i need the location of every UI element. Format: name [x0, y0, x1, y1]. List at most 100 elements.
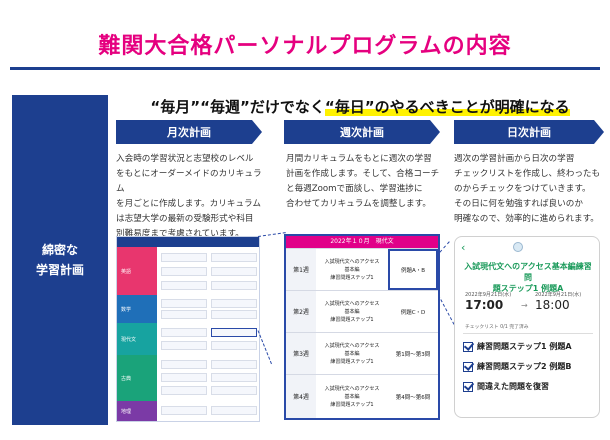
- table-cell: [161, 386, 207, 395]
- table-cell: [211, 341, 257, 350]
- monthly-table: 英語 数学 現代文 古典 地理: [116, 236, 260, 422]
- row-label: 地理: [117, 401, 157, 421]
- checkbox-checked-icon[interactable]: [463, 341, 473, 352]
- end-date: 2022年9月21日(水): [535, 292, 582, 298]
- week-description: 入試現代文へのアクセス基本編練習問題ステップ1: [316, 333, 388, 374]
- table-cell: [161, 299, 207, 308]
- logo-icon: [513, 242, 523, 252]
- monthly-table-header: [117, 237, 259, 247]
- table-cell: [161, 253, 207, 262]
- arrow-right-icon: →: [521, 301, 528, 310]
- week-description: 入試現代文へのアクセス基本編練習問題ステップ1: [316, 375, 388, 418]
- daily-card-title: 入試現代文へのアクセス基本編練習問 題ステップ1 例題A: [463, 261, 593, 294]
- week-label: 第2週: [286, 291, 316, 332]
- text-line: 月間カリキュラムをもとに週次の学習: [286, 154, 432, 164]
- desc-line: 入試現代文へのアクセス: [324, 258, 380, 265]
- weekly-table-title: 2022年１０月 現代文: [286, 236, 438, 248]
- monthly-row-gendaibun: 現代文: [117, 323, 259, 355]
- table-cell: [211, 406, 257, 415]
- text-line: 計画を作成します。そして、合格コーチ: [286, 169, 440, 179]
- text-line: その日に何を勉強すれば良いのか: [454, 199, 583, 209]
- desc-line: 基本編: [344, 393, 360, 400]
- table-cell: [211, 253, 257, 262]
- desc-line: 基本編: [344, 308, 360, 315]
- text-line: 週次の学習計画から日次の学習: [454, 154, 575, 164]
- week-label: 第1週: [286, 249, 316, 290]
- daily-checklist-card: ‹ 入試現代文へのアクセス基本編練習問 題ステップ1 例題A 2022年9月21…: [454, 236, 600, 418]
- text-line: 別難易度まで考慮されています。: [116, 229, 244, 239]
- title-line: 入試現代文へのアクセス基本編練習問: [464, 262, 592, 282]
- back-icon[interactable]: ‹: [461, 241, 466, 254]
- column-heading-daily: 日次計画: [454, 120, 604, 144]
- table-row: 第4週 入試現代文へのアクセス基本編練習問題ステップ1 第4問〜第6問: [286, 374, 438, 418]
- table-cell: [211, 267, 257, 276]
- table-cell: [211, 328, 257, 337]
- table-cell: [161, 341, 207, 350]
- table-cell: [211, 281, 257, 290]
- table-cell: [211, 310, 257, 319]
- title-rule: [10, 67, 600, 70]
- checklist-item[interactable]: 練習問題ステップ2 例題B: [463, 361, 571, 372]
- checklist-status: チェックリスト 0/1 完了済み: [465, 325, 529, 330]
- table-cell: [211, 360, 257, 369]
- desc-line: 入試現代文へのアクセス: [324, 342, 380, 349]
- week-label: 第3週: [286, 333, 316, 374]
- checklist-item-label: 練習問題ステップ2 例題B: [477, 362, 572, 371]
- table-row: 第2週 入試現代文へのアクセス基本編練習問題ステップ1 例題C・D: [286, 290, 438, 332]
- divider: [463, 333, 593, 334]
- column-text-monthly: 入会時の学習状況と志望校のレベル をもとにオーダーメイドのカリキュラム を月ごと…: [116, 152, 266, 242]
- headline-part2: “毎日”のやるべきことが明確になる: [324, 98, 570, 116]
- table-cell: [161, 406, 207, 415]
- table-cell: [211, 386, 257, 395]
- week-task: 第1問〜第3問: [395, 351, 431, 358]
- column-text-weekly: 月間カリキュラムをもとに週次の学習 計画を作成します。そして、合格コーチ と毎週…: [286, 152, 442, 212]
- start-time: 17:00: [465, 298, 504, 312]
- desc-line: 入試現代文へのアクセス: [324, 385, 380, 392]
- desc-line: 練習問題ステップ1: [330, 316, 374, 323]
- desc-line: 練習問題ステップ1: [330, 274, 374, 281]
- page-title: 難関大合格パーソナルプログラムの内容: [98, 34, 512, 59]
- desc-line: 入試現代文へのアクセス: [324, 300, 380, 307]
- weekly-table: 2022年１０月 現代文 第1週 入試現代文へのアクセス基本編練習問題ステップ1…: [284, 234, 440, 420]
- checkbox-checked-icon[interactable]: [463, 381, 473, 392]
- table-cell: [211, 373, 257, 382]
- table-cell: [161, 373, 207, 382]
- table-cell: [161, 310, 207, 319]
- column-heading-monthly: 月次計画: [116, 120, 262, 144]
- table-row: 第3週 入試現代文へのアクセス基本編練習問題ステップ1 第1問〜第3問: [286, 332, 438, 374]
- row-label: 数学: [117, 295, 157, 323]
- end-time: 18:00: [535, 298, 570, 312]
- checklist-item-label: 間違えた問題を復習: [477, 382, 549, 391]
- week-description: 入試現代文へのアクセス基本編練習問題ステップ1: [316, 291, 388, 332]
- headline-part1: “毎月”“毎週”だけでなく: [150, 98, 325, 116]
- table-cell: [161, 281, 207, 290]
- checkbox-checked-icon[interactable]: [463, 361, 473, 372]
- desc-line: 練習問題ステップ1: [330, 358, 374, 365]
- row-label: 古典: [117, 355, 157, 401]
- week-task: 例題C・D: [400, 309, 426, 316]
- sidebar-label: 綿密な 学習計画: [12, 95, 108, 425]
- monthly-row-english: 英語: [117, 247, 259, 295]
- week-task: 第4問〜第6問: [395, 394, 431, 401]
- column-text-daily: 週次の学習計画から日次の学習 チェックリストを作成し、終わったも のからチェック…: [454, 152, 606, 227]
- checklist-item[interactable]: 間違えた問題を復習: [463, 381, 549, 392]
- row-label: 英語: [117, 247, 157, 295]
- text-line: 入会時の学習状況と志望校のレベル: [116, 154, 254, 164]
- table-cell: [161, 328, 207, 337]
- text-line: 合わせてカリキュラムを調整します。: [286, 199, 431, 209]
- headline: “毎月”“毎週”だけでなく“毎日”のやるべきことが明確になる: [116, 96, 604, 117]
- text-line: を月ごとに作成します。カリキュラム: [116, 199, 261, 209]
- text-line: をもとにオーダーメイドのカリキュラム: [116, 169, 262, 194]
- sidebar-label-line2: 学習計画: [35, 263, 84, 277]
- title-line: 題ステップ1 例題A: [492, 284, 564, 293]
- text-line: 明確なので、効率的に進められます。: [454, 214, 599, 224]
- table-cell: [161, 267, 207, 276]
- text-line: は志望大学の最新の受験形式や科目: [116, 214, 254, 224]
- checklist-item[interactable]: 練習問題ステップ1 例題A: [463, 341, 572, 352]
- monthly-row-math: 数学: [117, 295, 259, 323]
- table-cell: [211, 299, 257, 308]
- monthly-row-geography: 地理: [117, 401, 259, 421]
- column-heading-weekly: 週次計画: [284, 120, 440, 144]
- checklist-item-label: 練習問題ステップ1 例題A: [477, 342, 572, 351]
- start-date: 2022年9月21日(水): [465, 292, 512, 298]
